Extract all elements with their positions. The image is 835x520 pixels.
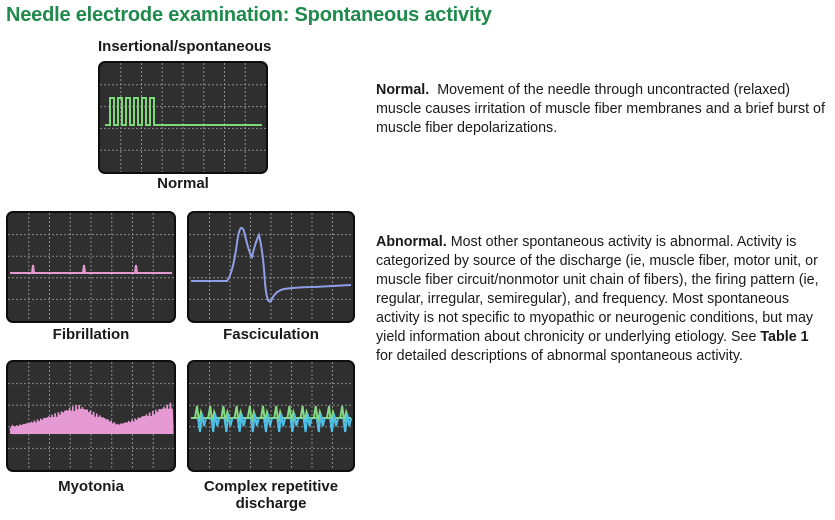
abnormal-description: Abnormal. Most other spontaneous activit…: [376, 233, 828, 366]
crd-spike-blue: [329, 413, 339, 433]
crd-grid: [189, 362, 353, 470]
insertional-spontaneous-label: Insertional/spontaneous: [98, 38, 272, 55]
page-title: Needle electrode examination: Spontaneou…: [6, 4, 492, 26]
myotonia-waveform: [9, 402, 174, 435]
normal-heading: Normal.: [376, 82, 430, 98]
fasciculation-trace-svg: [189, 213, 353, 321]
myotonia-trace-svg: [8, 362, 174, 470]
fasciculation-label: Fasciculation: [223, 326, 319, 343]
fibrillation-trace-svg: [8, 213, 174, 321]
fasciculation-trace: [191, 227, 352, 303]
fibrillation-trace: [10, 264, 172, 274]
myotonia-scope: [6, 360, 176, 472]
normal-scope: [98, 61, 268, 174]
normal-body: Movement of the needle through uncontrac…: [376, 82, 825, 136]
normal-label: Normal: [157, 175, 209, 192]
crd-spike-blue: [263, 413, 273, 433]
normal-description: Normal. Movement of the needle through u…: [376, 81, 828, 138]
fibrillation-scope: [6, 211, 176, 323]
crd-trace: [191, 405, 353, 433]
crd-label-line1: Complex repetitive: [203, 478, 339, 495]
crd-scope: [187, 360, 355, 472]
fibrillation-label: Fibrillation: [52, 326, 130, 343]
normal-grid: [100, 63, 266, 172]
fasciculation-scope: [187, 211, 355, 323]
myotonia-trace: [9, 402, 174, 435]
crd-label-line2: discharge: [235, 495, 307, 512]
fasciculation-grid: [189, 213, 353, 321]
fibrillation-grid: [8, 213, 174, 321]
crd-spike-blue: [223, 413, 234, 433]
crd-label: Complex repetitive discharge: [187, 478, 355, 512]
crd-spike-blue: [302, 413, 313, 433]
crd-spike-blue: [210, 413, 221, 433]
normal-trace: [105, 97, 262, 126]
table-reference: Table 1: [760, 329, 809, 345]
crd-spike-blue: [342, 413, 353, 433]
normal-trace-svg: [100, 63, 266, 172]
crd-spike-blue: [197, 413, 207, 433]
crd-spike-blue: [315, 413, 326, 433]
crd-spike-blue: [276, 413, 287, 433]
crd-spike-blue: [236, 413, 247, 433]
myotonia-label: Myotonia: [58, 478, 124, 495]
crd-spike-blue: [289, 413, 300, 433]
abnormal-body: Most other spontaneous activity is abnor…: [376, 234, 819, 345]
abnormal-tail: for detailed descriptions of abnormal sp…: [376, 348, 743, 364]
crd-spike-blue: [249, 413, 260, 433]
myotonia-baseline: [10, 430, 170, 434]
abnormal-heading: Abnormal.: [376, 234, 447, 250]
crd-trace-svg: [189, 362, 353, 470]
